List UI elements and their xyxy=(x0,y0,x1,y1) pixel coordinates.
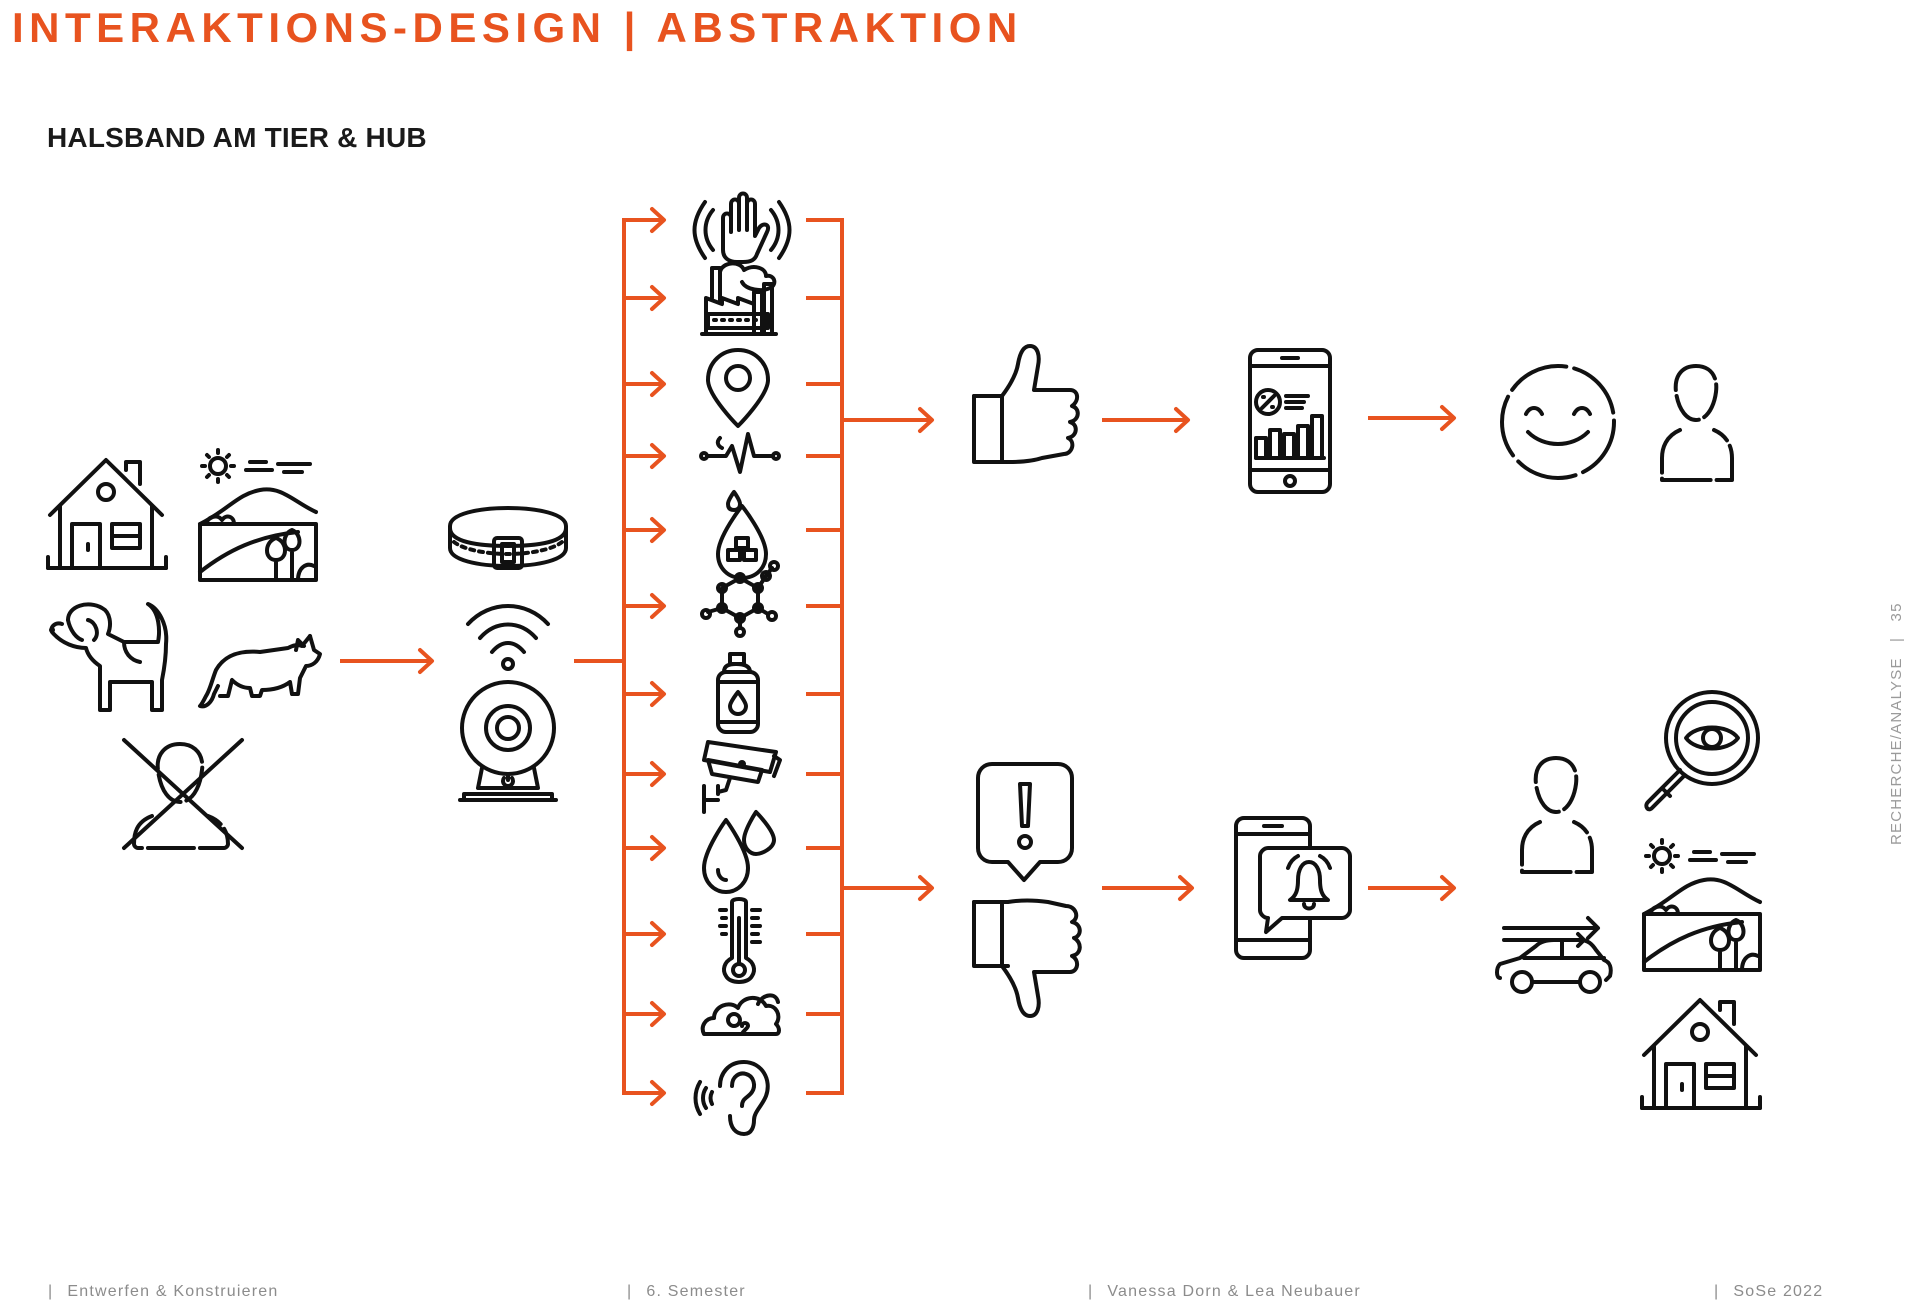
alert-bubble-icon xyxy=(976,762,1074,882)
landscape-icon xyxy=(198,448,318,582)
molecule-icon xyxy=(700,560,780,638)
arrow-bus-to-positive xyxy=(840,407,934,433)
person-icon-negative xyxy=(1520,756,1594,874)
footer-semester: | 6. Semester xyxy=(627,1283,746,1301)
gas-cylinder-icon xyxy=(716,652,760,734)
person-icon-positive xyxy=(1660,364,1734,482)
sensor-arrowhead-2 xyxy=(650,285,666,311)
heartbeat-icon xyxy=(699,432,781,474)
sensor-arrowhead-5 xyxy=(650,517,666,543)
house-icon xyxy=(46,458,168,570)
thermometer-icon xyxy=(718,897,762,984)
footer-course-text: Entwerfen & Konstruieren xyxy=(67,1283,279,1300)
oxygen-cloud-icon xyxy=(700,993,781,1036)
page-title: INTERAKTIONS-DESIGN | ABSTRAKTION xyxy=(12,4,1023,51)
page-number: 35 xyxy=(1888,602,1905,622)
smartphone-notification-icon xyxy=(1234,816,1352,960)
sensor-arrowhead-1 xyxy=(650,207,666,233)
footer-authors: | Vanessa Dorn & Lea Neubauer xyxy=(1088,1283,1361,1301)
footer-term: | SoSe 2022 xyxy=(1714,1283,1823,1301)
landscape-icon-negative xyxy=(1642,838,1762,972)
ear-sound-icon xyxy=(693,1060,770,1136)
sensor-arrowhead-6 xyxy=(650,593,666,619)
footer-separator: | xyxy=(627,1283,633,1300)
right-bus-branches xyxy=(806,218,844,1095)
arrow-negative-1 xyxy=(1102,875,1194,901)
water-drops-icon xyxy=(702,810,776,894)
sensor-arrowhead-9 xyxy=(650,835,666,861)
footer-term-text: SoSe 2022 xyxy=(1733,1283,1824,1300)
sensor-distribution-lines xyxy=(574,207,844,1106)
search-eye-icon xyxy=(1644,690,1760,812)
arrow-positive-1 xyxy=(1102,407,1190,433)
smiley-icon xyxy=(1500,364,1616,480)
footer-authors-text: Vanessa Dorn & Lea Neubauer xyxy=(1107,1283,1361,1300)
sensor-arrowhead-3 xyxy=(650,371,666,397)
footer-separator: | xyxy=(48,1283,54,1300)
sensor-arrowhead-7 xyxy=(650,681,666,707)
footer-separator: | xyxy=(1088,1283,1094,1300)
collar-icon xyxy=(448,506,568,570)
footer-semester-text: 6. Semester xyxy=(646,1283,746,1300)
water-quality-icon xyxy=(716,490,768,580)
thumbs-up-icon xyxy=(972,344,1080,464)
factory-icon xyxy=(700,261,778,336)
wifi-icon xyxy=(466,604,550,671)
page-subtitle: HALSBAND AM TIER & HUB xyxy=(47,122,427,153)
location-pin-icon xyxy=(706,348,770,428)
sensor-arrowhead-11 xyxy=(650,1001,666,1027)
arrow-positive-2 xyxy=(1368,405,1456,431)
cat-icon xyxy=(198,634,322,709)
sensor-arrowhead-10 xyxy=(650,921,666,947)
house-icon-negative xyxy=(1640,998,1762,1110)
arrow-bus-to-negative xyxy=(840,875,934,901)
side-section-label: RECHERCHE/ANALYSE | 35 xyxy=(1888,602,1905,845)
footer-separator: | xyxy=(1714,1283,1720,1300)
footer-course: | Entwerfen & Konstruieren xyxy=(48,1283,278,1301)
sensor-arrowhead-4 xyxy=(650,443,666,469)
arrow-context-to-device xyxy=(340,648,434,674)
hand-touch-icon xyxy=(692,191,792,264)
thumbs-down-icon xyxy=(972,898,1082,1018)
security-camera-icon xyxy=(702,740,782,814)
left-bus-branches xyxy=(622,207,666,1106)
camera-hub-icon xyxy=(458,680,558,802)
sensor-arrowhead-8 xyxy=(650,761,666,787)
crossed-person-icon xyxy=(122,738,244,850)
section-name: RECHERCHE/ANALYSE xyxy=(1888,657,1905,845)
smartphone-stats-icon xyxy=(1248,348,1332,494)
side-separator: | xyxy=(1888,636,1905,642)
dog-icon xyxy=(49,602,169,712)
car-icon xyxy=(1495,916,1613,994)
arrow-negative-2 xyxy=(1368,875,1456,901)
sensor-arrowhead-12 xyxy=(650,1080,666,1106)
